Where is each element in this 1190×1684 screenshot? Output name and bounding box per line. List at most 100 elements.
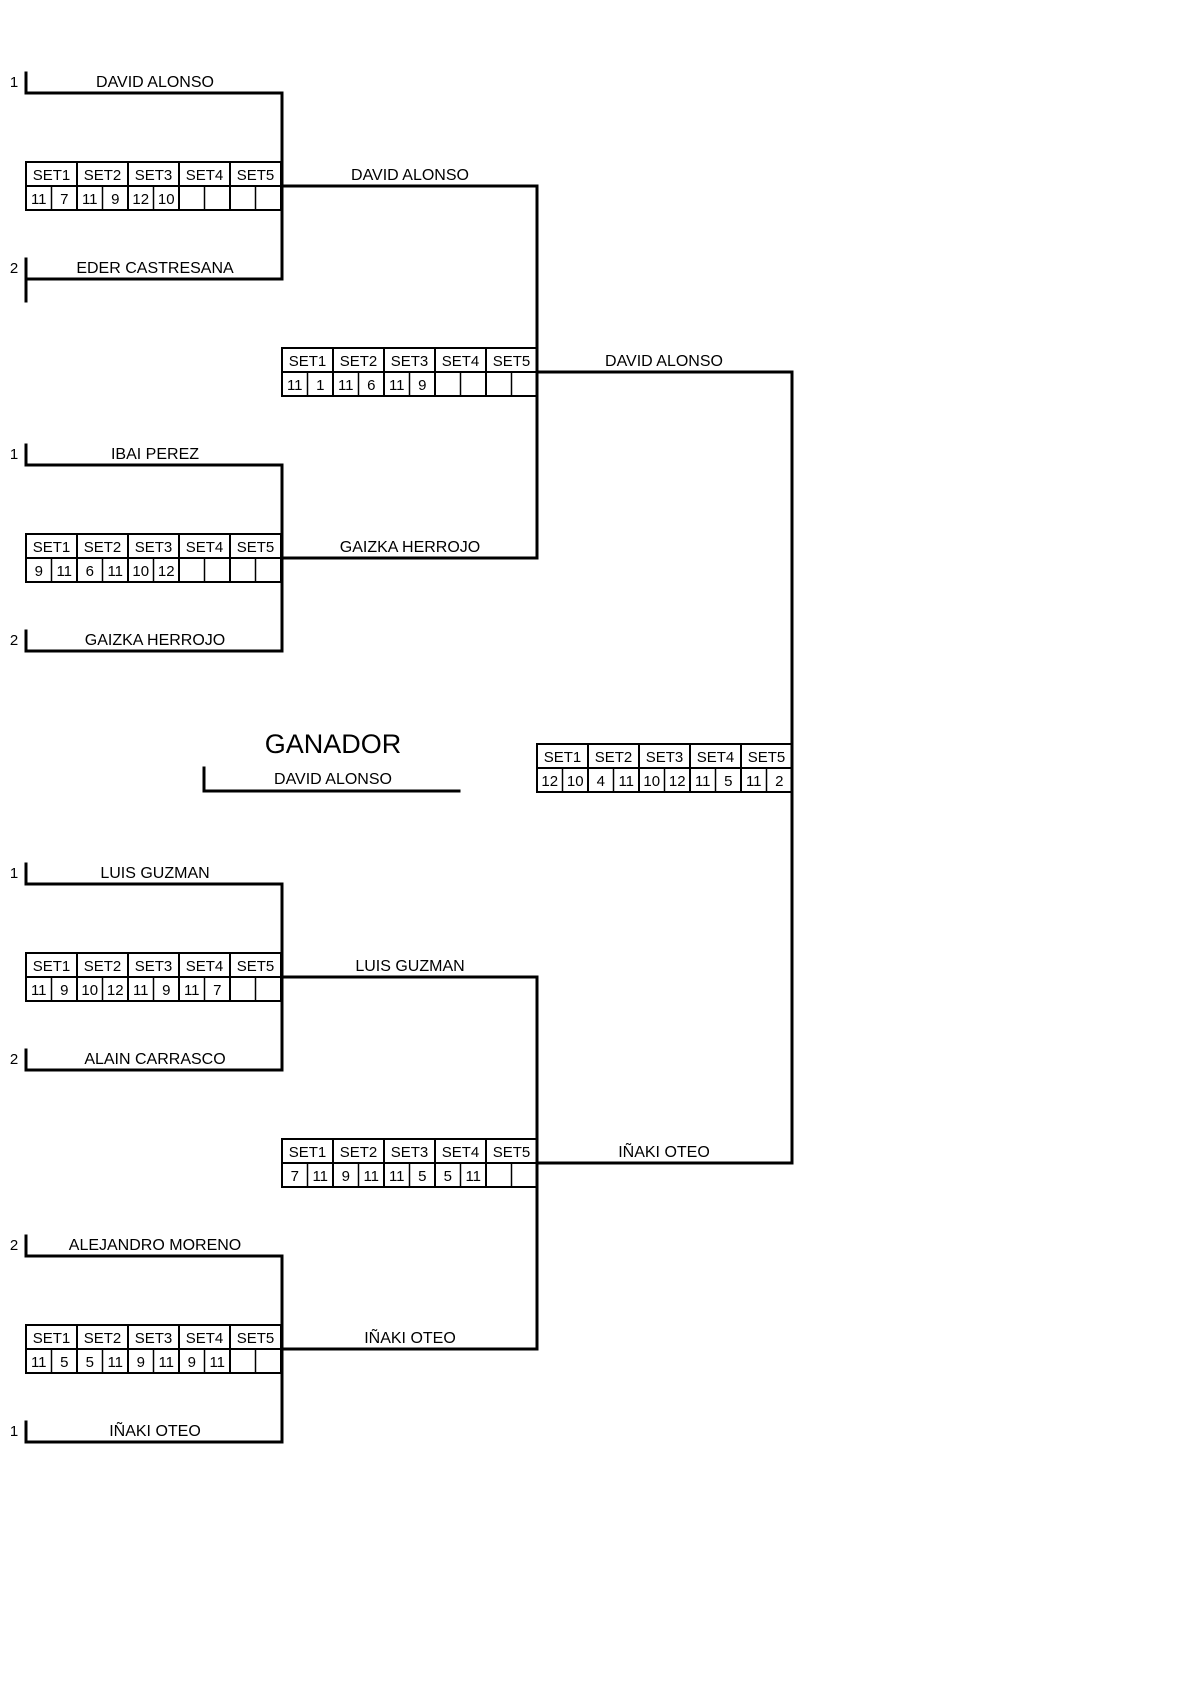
- score-table-score-cell: 11: [107, 1354, 123, 1371]
- score-table-score-cell: 12: [107, 982, 124, 999]
- final-score-table-set-header: SET2: [595, 749, 633, 766]
- score-table-set-header: SET1: [33, 539, 71, 556]
- score-table-score-cell: 11: [56, 563, 72, 580]
- score-table-score-cell: 10: [132, 563, 149, 580]
- semifinal-score-table-score-cell: 1: [316, 377, 324, 394]
- player-name: LUIS GUZMAN: [100, 865, 209, 882]
- semifinal-score-table-score-cell: 11: [312, 1168, 328, 1185]
- semifinal-score-table-score-cell: 11: [389, 377, 405, 394]
- semifinal-score-table-set-header: SET3: [391, 353, 429, 370]
- semifinal-score-table-set-header: SET1: [289, 1144, 327, 1161]
- player-name: GAIZKA HERROJO: [85, 632, 225, 649]
- final-score-table-set-header: SET5: [748, 749, 786, 766]
- seed-number: 1: [10, 865, 18, 882]
- score-table-score-cell: 9: [137, 1354, 145, 1371]
- score-table-set-header: SET2: [84, 167, 122, 184]
- semifinal-score-table-score-cell: 9: [418, 377, 426, 394]
- semifinal-score-table-set-header: SET2: [340, 1144, 378, 1161]
- score-table-score-cell: 10: [81, 982, 98, 999]
- score-table-set-header: SET5: [237, 539, 275, 556]
- seed-number: 2: [10, 260, 18, 277]
- seed-number: 1: [10, 446, 18, 463]
- score-table-score-cell: 11: [82, 191, 98, 208]
- advancing-player-name: LUIS GUZMAN: [355, 958, 464, 975]
- seed-number: 1: [10, 74, 18, 91]
- score-table-score-cell: 7: [213, 982, 221, 999]
- score-table-set-header: SET1: [33, 167, 71, 184]
- score-table-score-cell: 9: [60, 982, 68, 999]
- final-score-table-score-cell: 10: [567, 773, 584, 790]
- score-table-set-header: SET3: [135, 539, 173, 556]
- semifinal-score-table-set-header: SET4: [442, 353, 480, 370]
- score-table-set-header: SET1: [33, 958, 71, 975]
- score-table-set-header: SET4: [186, 539, 224, 556]
- advancing-player-name: GAIZKA HERROJO: [340, 539, 480, 556]
- score-table-set-header: SET3: [135, 167, 173, 184]
- score-table-score-cell: 11: [133, 982, 149, 999]
- player-name: EDER CASTRESANA: [76, 260, 234, 277]
- score-table-set-header: SET3: [135, 958, 173, 975]
- score-table-set-header: SET3: [135, 1330, 173, 1347]
- score-table-set-header: SET1: [33, 1330, 71, 1347]
- seed-number: 2: [10, 632, 18, 649]
- semifinal-score-table-score-cell: 11: [287, 377, 303, 394]
- score-table-score-cell: 5: [86, 1354, 94, 1371]
- score-table-score-cell: 10: [158, 191, 175, 208]
- player-name: ALAIN CARRASCO: [84, 1051, 225, 1068]
- score-table-score-cell: 11: [184, 982, 200, 999]
- winner-title: GANADOR: [265, 729, 402, 759]
- semifinal-score-table-set-header: SET5: [493, 353, 531, 370]
- semifinal-score-table-score-cell: 9: [342, 1168, 350, 1185]
- player-name: DAVID ALONSO: [96, 74, 214, 91]
- semifinal-score-table-score-cell: 11: [363, 1168, 379, 1185]
- score-table-set-header: SET4: [186, 1330, 224, 1347]
- score-table-set-header: SET5: [237, 167, 275, 184]
- semifinal-score-table-score-cell: 11: [338, 377, 354, 394]
- score-table-score-cell: 12: [158, 563, 175, 580]
- score-table-score-cell: 11: [31, 1354, 47, 1371]
- final-score-table-score-cell: 5: [724, 773, 732, 790]
- score-table-score-cell: 9: [111, 191, 119, 208]
- score-table-set-header: SET5: [237, 1330, 275, 1347]
- score-table-set-header: SET4: [186, 958, 224, 975]
- score-table-score-cell: 11: [209, 1354, 225, 1371]
- final-score-table-set-header: SET3: [646, 749, 684, 766]
- finalist-name: IÑAKI OTEO: [618, 1141, 710, 1161]
- winner-name: DAVID ALONSO: [274, 771, 392, 788]
- score-table-score-cell: 11: [31, 982, 47, 999]
- final-score-table-score-cell: 11: [695, 773, 711, 790]
- semifinal-score-table-score-cell: 6: [367, 377, 375, 394]
- semifinal-score-table-score-cell: 11: [389, 1168, 405, 1185]
- semifinal-score-table-set-header: SET2: [340, 353, 378, 370]
- score-table-score-cell: 6: [86, 563, 94, 580]
- semifinal-score-table-score-cell: 7: [291, 1168, 299, 1185]
- final-score-table-set-header: SET4: [697, 749, 735, 766]
- finalist-name: DAVID ALONSO: [605, 353, 723, 370]
- semifinal-score-table-set-header: SET1: [289, 353, 327, 370]
- semifinal-score-table-score-cell: 5: [418, 1168, 426, 1185]
- seed-number: 2: [10, 1051, 18, 1068]
- player-name: ALEJANDRO MORENO: [69, 1237, 241, 1254]
- score-table-score-cell: 11: [158, 1354, 174, 1371]
- player-name: IBAI PEREZ: [111, 446, 199, 463]
- player-name: IÑAKI OTEO: [109, 1420, 201, 1440]
- score-table-score-cell: 9: [35, 563, 43, 580]
- score-table-set-header: SET5: [237, 958, 275, 975]
- score-table-set-header: SET2: [84, 539, 122, 556]
- final-score-table-score-cell: 10: [643, 773, 660, 790]
- semifinal-score-table-set-header: SET3: [391, 1144, 429, 1161]
- score-table-score-cell: 11: [107, 563, 123, 580]
- score-table-score-cell: 11: [31, 191, 47, 208]
- score-table-set-header: SET2: [84, 958, 122, 975]
- score-table-score-cell: 12: [132, 191, 149, 208]
- seed-number: 1: [10, 1423, 18, 1440]
- score-table-score-cell: 9: [188, 1354, 196, 1371]
- score-table-score-cell: 5: [60, 1354, 68, 1371]
- advancing-player-name: DAVID ALONSO: [351, 167, 469, 184]
- seed-number: 2: [10, 1237, 18, 1254]
- semifinal-score-table-set-header: SET4: [442, 1144, 480, 1161]
- score-table-score-cell: 9: [162, 982, 170, 999]
- final-score-table-score-cell: 12: [541, 773, 558, 790]
- final-score-table-score-cell: 11: [746, 773, 762, 790]
